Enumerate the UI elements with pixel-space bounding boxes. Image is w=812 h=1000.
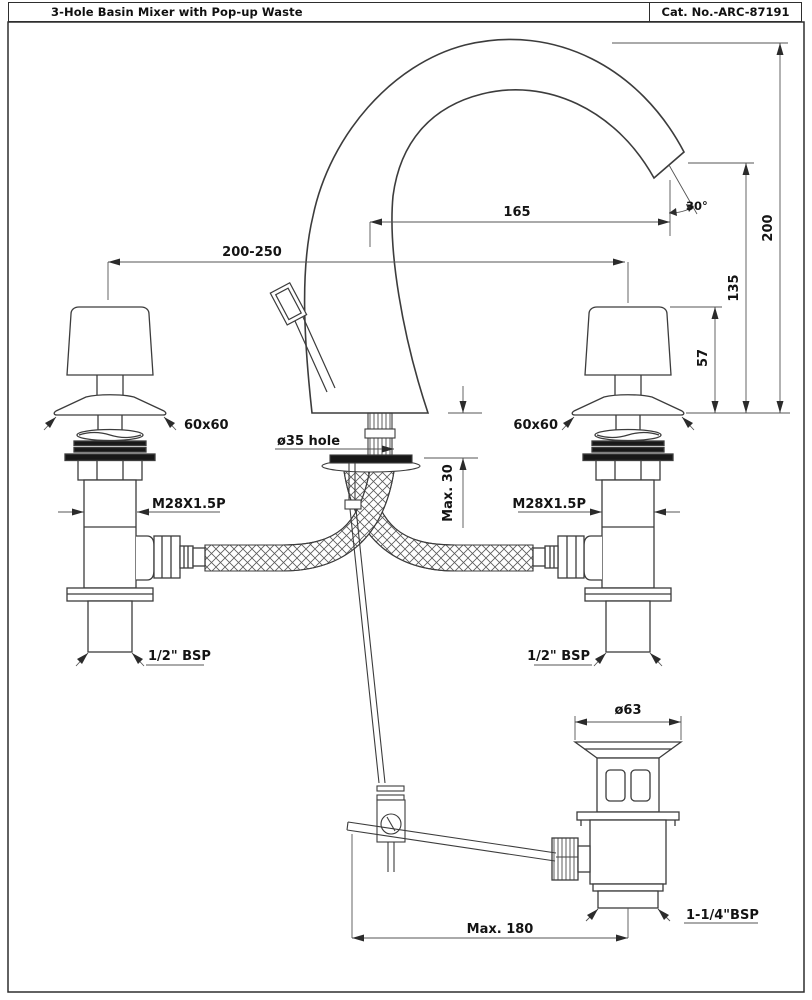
dim-inlet-right: 1/2" BSP bbox=[527, 649, 590, 664]
faucet-spout bbox=[269, 38, 686, 473]
dim-handle-base-left: 60x60 bbox=[184, 418, 229, 433]
dim-handle-base-right: 60x60 bbox=[513, 418, 558, 433]
handle-knob bbox=[66, 306, 154, 376]
horizontal-rod bbox=[346, 821, 557, 862]
dim-hole-dia: ø35 hole bbox=[277, 434, 340, 449]
spout-body bbox=[303, 38, 686, 414]
dim-thread-right: M28X1.5P bbox=[512, 497, 586, 512]
dim-spout-height: 135 bbox=[727, 274, 742, 301]
rod-clamp-nut bbox=[551, 837, 579, 881]
dim-spout-reach: 165 bbox=[503, 205, 530, 220]
dim-handle-height: 57 bbox=[696, 349, 711, 367]
dim-thread-left: M28X1.5P bbox=[152, 497, 226, 512]
dim-overall-height: 200 bbox=[761, 214, 776, 241]
handle-stem bbox=[96, 375, 124, 397]
dim-max-deck: Max. 30 bbox=[441, 464, 456, 522]
dim-waste-thread: 1-1/4"BSP bbox=[686, 908, 759, 923]
drawing-title: 3-Hole Basin Mixer with Pop-up Waste bbox=[51, 5, 303, 19]
dimension-labels: 165 30° 200 135 57 200-250 60x60 60x60 ø… bbox=[148, 199, 776, 937]
dim-hole-spacing: 200-250 bbox=[222, 245, 282, 260]
handle-base bbox=[53, 394, 167, 416]
popup-rod-mechanism bbox=[344, 463, 654, 872]
title-block: 3-Hole Basin Mixer with Pop-up Waste Cat… bbox=[8, 2, 802, 22]
popup-lever bbox=[269, 282, 336, 393]
dim-waste-flange-dia: ø63 bbox=[614, 703, 641, 718]
catalog-number: Cat. No.-ARC-87191 bbox=[649, 3, 801, 21]
left-valve-assembly bbox=[53, 306, 206, 653]
dim-spout-angle: 30° bbox=[686, 199, 708, 213]
popup-waste-assembly bbox=[551, 741, 683, 909]
drawing-border bbox=[7, 21, 805, 993]
waste-flange bbox=[573, 741, 683, 759]
flex-hoses bbox=[204, 463, 534, 572]
dim-rod-reach: Max. 180 bbox=[467, 922, 534, 937]
dimension-arrows bbox=[45, 43, 784, 942]
dim-inlet-left: 1/2" BSP bbox=[148, 649, 211, 664]
right-valve-assembly bbox=[532, 306, 685, 653]
dimension-lines bbox=[43, 42, 790, 939]
mounting-shank bbox=[321, 412, 421, 473]
